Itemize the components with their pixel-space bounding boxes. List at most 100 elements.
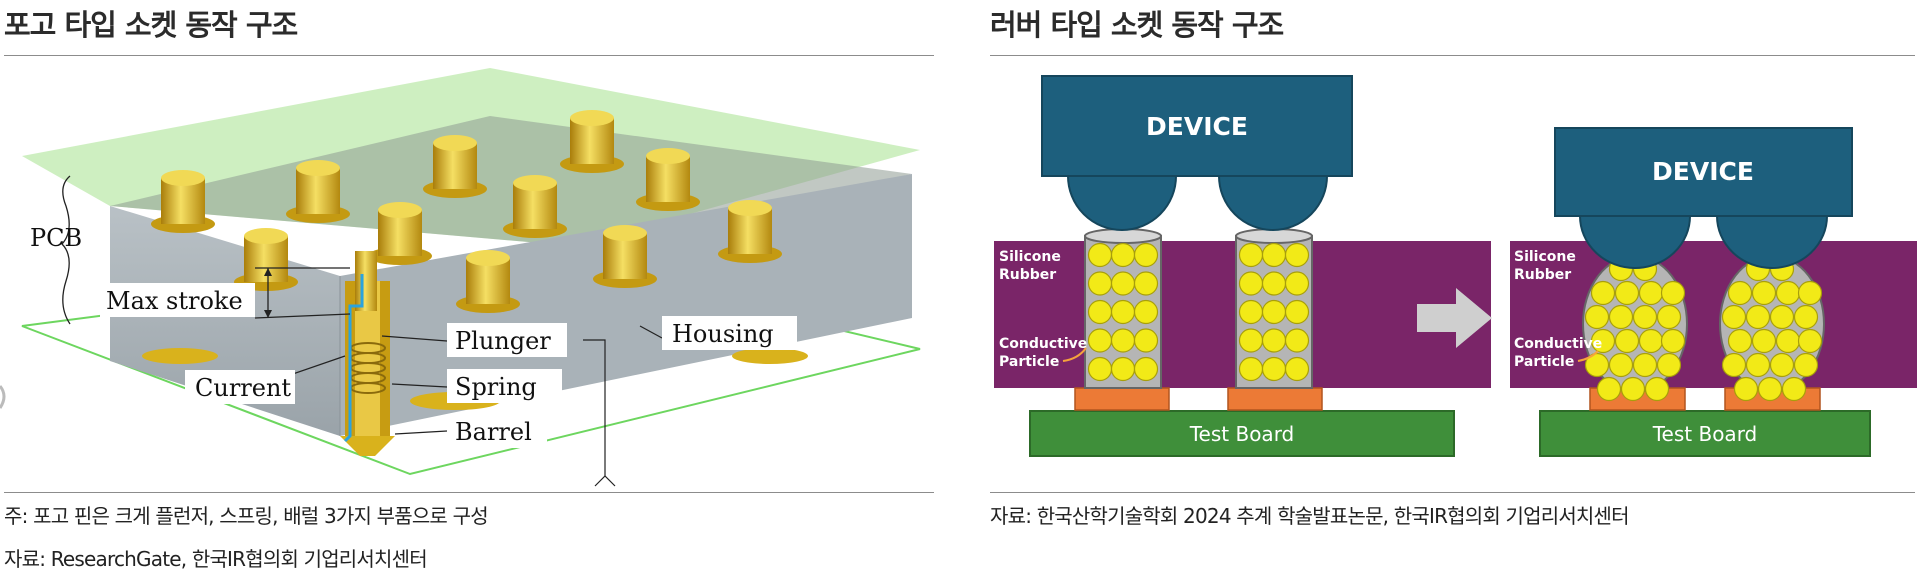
conductive-particle <box>1751 328 1777 354</box>
conductive-particle <box>1584 304 1610 330</box>
device-block <box>1041 75 1353 177</box>
conductive-particle <box>1797 280 1823 306</box>
silicone-rubber-label: Silicone <box>999 249 1061 265</box>
svg-text:Rubber: Rubber <box>1514 267 1571 283</box>
conductive-particle <box>1087 356 1113 382</box>
conductive-particle <box>1261 356 1287 382</box>
conductive-particle <box>1644 376 1670 402</box>
conductive-particle <box>1620 376 1646 402</box>
conductive-particle <box>1087 299 1113 325</box>
pogo-bottom-divider <box>4 492 934 493</box>
housing-foot <box>142 348 218 364</box>
rubber-title-divider <box>990 55 1915 56</box>
pogo-pin-top <box>513 175 557 191</box>
conductive-particle <box>1751 280 1777 306</box>
rubber-socket-uncompressed: DEVICE Silicone Rubber Conductive Partic… <box>994 75 1491 457</box>
conductive-particle <box>1133 271 1159 296</box>
conductive-particle <box>1660 280 1686 306</box>
svg-text:Rubber: Rubber <box>999 267 1056 283</box>
conductive-particle <box>1110 299 1136 325</box>
device-bump <box>1217 175 1329 231</box>
pogo-pin-top <box>603 225 647 241</box>
test-board <box>1539 410 1871 457</box>
conductive-particle <box>1284 328 1310 353</box>
current-path <box>343 274 364 443</box>
test-board <box>1029 410 1455 457</box>
conductive-particle <box>1284 242 1310 268</box>
device-block <box>1554 127 1853 217</box>
barrel-label: Barrel <box>455 418 532 446</box>
pogo-pin-top <box>378 202 422 218</box>
rubber-socket-diagram: DEVICE Silicone Rubber Conductive Partic… <box>994 75 1917 457</box>
barrel-tip <box>340 436 395 456</box>
conductive-particle <box>1656 352 1682 378</box>
pogo-pin-top <box>570 110 614 126</box>
conductive-particle <box>1608 352 1634 378</box>
svg-text:Particle: Particle <box>999 354 1059 370</box>
conductive-particle <box>1769 304 1795 330</box>
pogo-title-divider <box>4 55 934 56</box>
conductive-particle <box>1632 352 1658 378</box>
rubber-bottom-divider <box>990 492 1915 493</box>
device-label: DEVICE <box>1652 157 1754 186</box>
test-board-label: Test Board <box>1189 422 1295 446</box>
conductive-particle <box>1745 352 1771 378</box>
device-bump <box>1578 215 1692 269</box>
conductive-particle <box>1775 328 1801 354</box>
pogo-pin-top <box>466 250 510 266</box>
conductive-particle <box>1110 271 1136 296</box>
conductive-particle <box>1261 242 1287 268</box>
rubber-panel-title: 러버 타입 소켓 동작 구조 <box>990 8 1284 42</box>
pogo-socket-diagram: PCB Max stroke Current Plunger Spring Ba… <box>0 68 921 487</box>
plunger-label: Plunger <box>455 327 551 355</box>
conductive-particles <box>1087 242 1310 382</box>
pogo-pin-top <box>433 135 477 151</box>
test-board-label: Test Board <box>1652 422 1758 446</box>
conductive-particle <box>1769 352 1795 378</box>
pogo-pin-top <box>296 160 340 176</box>
device-label: DEVICE <box>1146 112 1248 141</box>
conductive-particle <box>1793 304 1819 330</box>
conductive-particle <box>1284 271 1310 296</box>
conductive-particle <box>1238 299 1264 325</box>
conductive-particle <box>1590 328 1616 354</box>
pogo-panel-title: 포고 타입 소켓 동작 구조 <box>4 8 298 42</box>
conductive-particle <box>1110 356 1136 382</box>
conductive-particle <box>1656 304 1682 330</box>
conductive-particle <box>1238 356 1264 382</box>
conductive-particle <box>1721 304 1747 330</box>
conductive-particle <box>1284 299 1310 325</box>
conductive-particle <box>1284 356 1310 382</box>
silicone-rubber-body <box>1510 241 1917 388</box>
conductive-particle <box>1757 376 1783 402</box>
rubber-source: 자료: 한국산학기술학회 2024 추계 학술발표논문, 한국IR협의회 기업리… <box>990 504 1630 528</box>
conductive-particle <box>1632 304 1658 330</box>
conductive-particle <box>1608 304 1634 330</box>
conductive-particle-label: Conductive <box>1514 336 1602 352</box>
conductive-particle <box>1261 299 1287 325</box>
pcb-label: PCB <box>30 224 82 252</box>
silicone-rubber-label: Silicone <box>1514 249 1576 265</box>
conductive-particle <box>1638 328 1664 354</box>
max-stroke-label: Max stroke <box>106 287 243 315</box>
conductive-particle <box>1238 328 1264 353</box>
conductive-particle <box>1797 328 1823 354</box>
conductive-particle <box>1087 242 1113 268</box>
conductive-particle <box>1238 271 1264 296</box>
conductive-particle <box>1133 299 1159 325</box>
cutaway-plunger <box>355 251 377 311</box>
conductive-particle <box>1133 356 1159 382</box>
conductive-particle <box>1110 328 1136 353</box>
conductive-particle <box>1133 328 1159 353</box>
pogo-pin-top <box>161 170 205 186</box>
spring-label: Spring <box>455 373 537 401</box>
pogo-source: 자료: ResearchGate, 한국IR협의회 기업리서치센터 <box>4 547 428 571</box>
contact-pad <box>1227 387 1323 411</box>
conductive-particle <box>1793 352 1819 378</box>
device-bump <box>1066 175 1178 231</box>
contact-pad <box>1074 387 1170 411</box>
conductive-particle <box>1727 280 1753 306</box>
conductive-particle <box>1584 352 1610 378</box>
conductive-particle <box>1733 376 1759 402</box>
conductive-particle <box>1590 280 1616 306</box>
